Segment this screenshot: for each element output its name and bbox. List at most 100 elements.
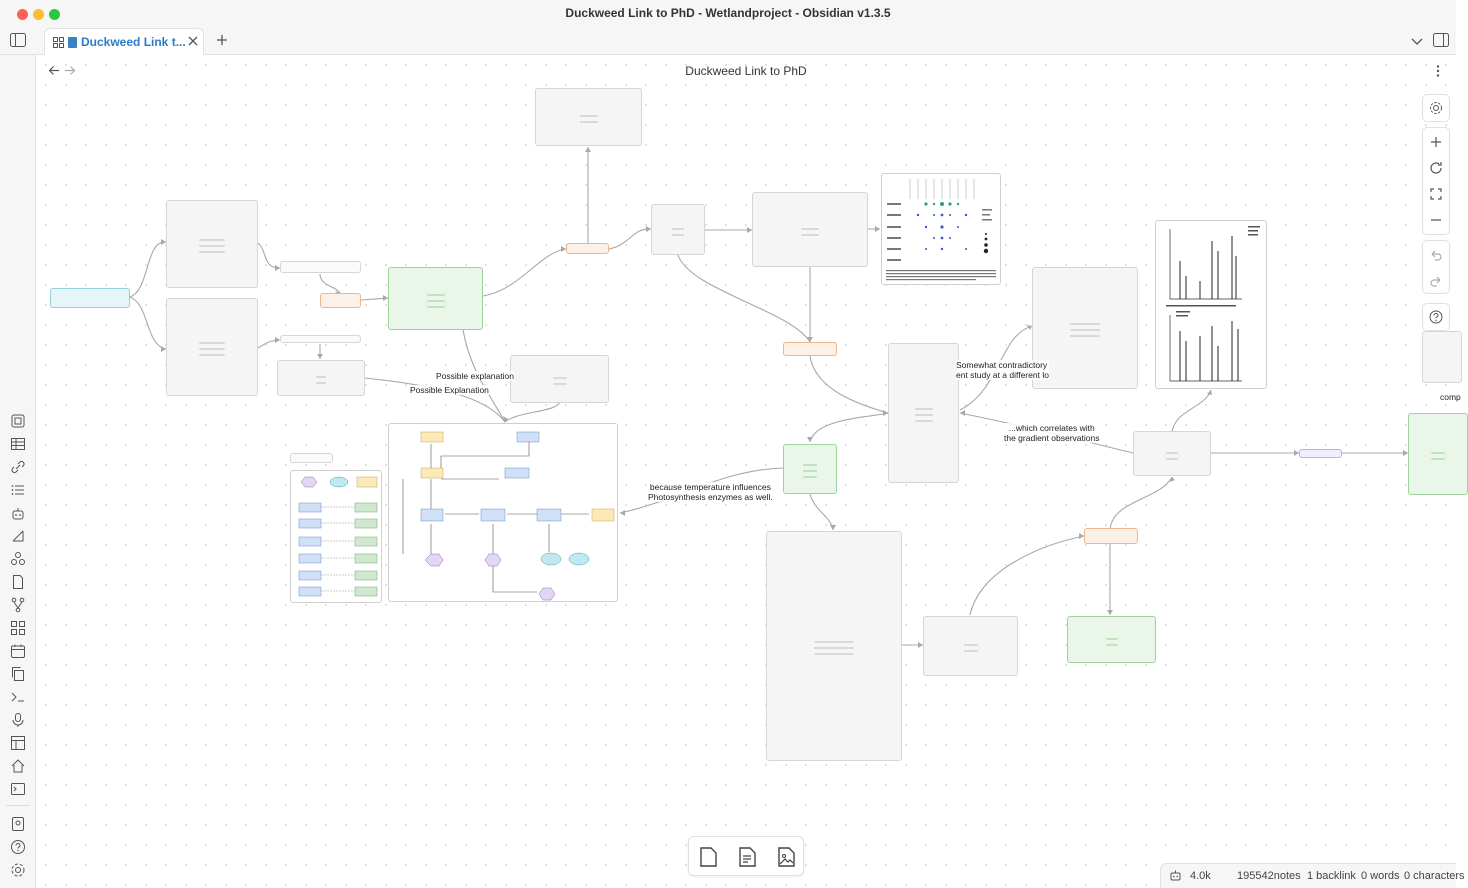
temperature-plots-image[interactable] <box>1155 220 1267 389</box>
canvas-history-controls <box>1422 240 1450 294</box>
canvas-node-label[interactable] <box>783 342 837 356</box>
help-icon[interactable] <box>10 839 26 855</box>
zoom-out-icon[interactable] <box>1423 207 1449 233</box>
more-options-icon[interactable] <box>1435 64 1441 78</box>
canvas-node-note[interactable] <box>166 200 258 288</box>
canvas-node-start[interactable] <box>50 288 130 308</box>
tab-label: Duckweed Link t... <box>81 35 186 49</box>
book-emoji-icon <box>68 37 77 48</box>
canvas-node-label[interactable] <box>1299 449 1342 458</box>
add-media-icon[interactable] <box>774 845 798 869</box>
left-sidebar-toggle-icon[interactable] <box>10 33 26 47</box>
edge-label-line: ...which correlates with <box>1008 423 1095 433</box>
close-tab-icon[interactable] <box>188 36 198 46</box>
grid-icon[interactable] <box>10 620 26 636</box>
terminal-icon[interactable] <box>10 689 26 705</box>
reset-zoom-icon[interactable] <box>1423 155 1449 181</box>
edge-label-temperature[interactable]: because temperature influences Photosynt… <box>648 482 773 502</box>
left-ribbon <box>0 55 36 888</box>
status-bar: 4.0k 195542notes 1 backlink 0 words 0 ch… <box>1160 863 1465 888</box>
edge-label-line: ent study at a different lo <box>956 370 1049 380</box>
edge-label-possible-explanation[interactable]: Possible explanation <box>436 371 514 381</box>
canvas-node-label[interactable] <box>280 261 361 273</box>
tab-duckweed-link[interactable]: Duckweed Link t... <box>44 28 204 55</box>
canvas-node-note[interactable] <box>388 267 483 330</box>
canvas-node-note[interactable] <box>651 204 705 255</box>
canvas-node-note[interactable] <box>923 616 1018 676</box>
canvas-node-note[interactable] <box>1422 331 1462 383</box>
forward-arrow-icon[interactable] <box>64 65 76 76</box>
maximize-window-button[interactable] <box>49 9 60 20</box>
canvas-node-note[interactable] <box>1067 616 1156 663</box>
window-titlebar: Duckweed Link to PhD - Wetlandproject - … <box>0 0 1456 28</box>
canvas-node-label[interactable] <box>290 453 333 463</box>
close-window-button[interactable] <box>17 9 28 20</box>
edge-label-line: because temperature influences <box>649 482 771 492</box>
tab-bar: Duckweed Link t... <box>0 28 1456 55</box>
canvas-node-note[interactable] <box>752 192 868 267</box>
redo-icon[interactable] <box>1423 268 1449 294</box>
canvas-zoom-controls <box>1422 127 1450 235</box>
status-word-count-short: 4.0k <box>1190 870 1211 882</box>
robot-status-icon[interactable] <box>1169 869 1182 882</box>
new-card-icon[interactable] <box>696 845 720 869</box>
command-icon[interactable] <box>10 413 26 429</box>
zoom-in-icon[interactable] <box>1423 129 1449 155</box>
molecule-icon[interactable] <box>10 551 26 567</box>
edge-label-correlates[interactable]: ...which correlates with the gradient ob… <box>1004 423 1100 443</box>
flowchart-legend-image[interactable] <box>290 470 382 603</box>
canvas-node-note[interactable] <box>166 298 258 396</box>
zoom-to-fit-icon[interactable] <box>1423 181 1449 207</box>
new-tab-icon[interactable] <box>216 34 228 46</box>
canvas-node-label[interactable] <box>566 243 609 254</box>
console-icon[interactable] <box>10 781 26 797</box>
help-icon[interactable] <box>1423 304 1449 330</box>
layout-icon[interactable] <box>10 735 26 751</box>
canvas-help-control <box>1422 303 1450 331</box>
file-icon[interactable] <box>10 574 26 590</box>
branch-icon[interactable] <box>10 597 26 613</box>
tab-list-chevron-down-icon[interactable] <box>1411 36 1423 46</box>
photosynthesis-flowchart-image[interactable] <box>388 423 618 602</box>
vault-icon[interactable] <box>10 816 26 832</box>
calendar-icon[interactable] <box>10 643 26 659</box>
undo-icon[interactable] <box>1423 242 1449 268</box>
mic-icon[interactable] <box>10 712 26 728</box>
edge-label-comp[interactable]: comp <box>1440 392 1461 402</box>
canvas-node-note[interactable] <box>1032 267 1138 389</box>
canvas-node-note[interactable] <box>535 88 642 146</box>
canvas-node-note[interactable] <box>510 355 609 403</box>
graph-icon[interactable] <box>10 528 26 544</box>
canvas-node-note[interactable] <box>1133 431 1211 476</box>
dot-matrix-figure-image[interactable] <box>881 173 1001 285</box>
robot-icon[interactable] <box>10 505 26 521</box>
edge-label-possible-explanation-alt[interactable]: Possible Explanation <box>410 385 489 395</box>
canvas-tab-icon <box>53 37 64 48</box>
ribbon-divider <box>6 805 30 806</box>
link-icon[interactable] <box>10 459 26 475</box>
minimize-window-button[interactable] <box>33 9 44 20</box>
canvas-node-note[interactable] <box>766 531 902 761</box>
status-backlinks[interactable]: 1 backlink <box>1307 870 1356 882</box>
canvas-node-label[interactable] <box>320 293 361 308</box>
edge-label-line: Somewhat contradictory <box>956 360 1048 370</box>
canvas-edges <box>129 147 1408 648</box>
canvas-node-note[interactable] <box>888 343 959 483</box>
canvas-node-note[interactable] <box>783 444 837 494</box>
copy-icon[interactable] <box>10 666 26 682</box>
back-arrow-icon[interactable] <box>48 65 60 76</box>
settings-icon[interactable] <box>10 862 26 878</box>
canvas-add-toolbar <box>688 836 804 876</box>
canvas-node-label[interactable] <box>280 335 361 343</box>
edge-label-contradictory[interactable]: Somewhat contradictory ent study at a di… <box>956 360 1049 380</box>
canvas-node-note[interactable] <box>1408 413 1468 495</box>
canvas-view[interactable]: Duckweed Link to PhD <box>36 55 1468 888</box>
list-icon[interactable] <box>10 482 26 498</box>
canvas-node-label[interactable] <box>1084 528 1138 544</box>
table-icon[interactable] <box>10 436 26 452</box>
add-note-icon[interactable] <box>735 845 759 869</box>
canvas-node-note[interactable] <box>277 360 365 396</box>
home-icon[interactable] <box>10 758 26 774</box>
settings-icon[interactable] <box>1423 95 1449 121</box>
right-sidebar-toggle-icon[interactable] <box>1433 33 1449 47</box>
